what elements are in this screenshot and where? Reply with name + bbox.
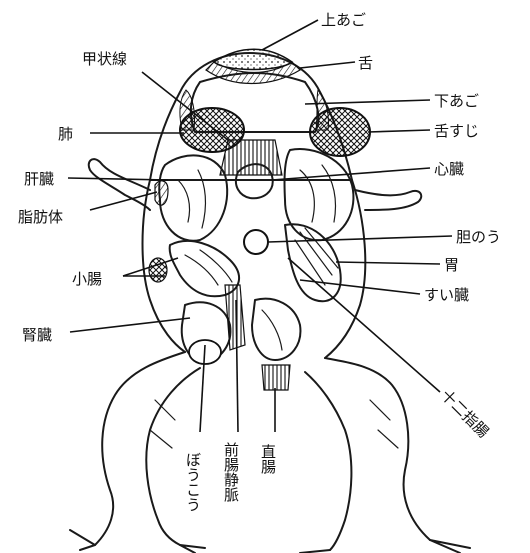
leader-upper-jaw bbox=[262, 20, 318, 50]
label-pancreas: すい臓 bbox=[424, 286, 469, 304]
label-tongue-muscle: 舌すじ bbox=[434, 122, 479, 140]
label-thyroid: 甲状線 bbox=[82, 50, 127, 68]
leader-stomach bbox=[336, 262, 440, 264]
label-lower-jaw: 下あご bbox=[434, 92, 479, 110]
label-gallbladder: 胆のう bbox=[456, 228, 501, 246]
leader-pancreas bbox=[300, 280, 420, 294]
leader-kidney bbox=[70, 318, 190, 332]
frog-body bbox=[70, 49, 470, 553]
gallbladder-shape bbox=[244, 230, 268, 254]
label-duodenum: 十二指腸 bbox=[437, 386, 492, 441]
label-kidney: 腎臓 bbox=[22, 326, 52, 344]
label-fat-body: 脂肪体 bbox=[18, 208, 63, 226]
leader-gallbladder bbox=[268, 236, 452, 242]
label-bladder: ぼうこう bbox=[184, 452, 202, 512]
label-upper-jaw: 上あご bbox=[321, 11, 366, 29]
right-lung-shape bbox=[310, 108, 370, 156]
label-lung: 肺 bbox=[58, 125, 73, 143]
leader-tongue bbox=[300, 62, 355, 68]
label-small-intestine: 小腸 bbox=[72, 270, 102, 288]
label-stomach: 胃 bbox=[444, 256, 459, 274]
leader-tongue-muscle bbox=[368, 130, 430, 132]
labels: 上あご 舌 甲状線 下あご 肺 舌すじ 肝臓 心臓 脂肪体 胆のう 胃 小腸 す… bbox=[18, 11, 501, 512]
label-liver: 肝臓 bbox=[24, 170, 54, 188]
leader-liver bbox=[68, 178, 168, 180]
label-rectum: 直腸 bbox=[259, 444, 277, 475]
label-tongue: 舌 bbox=[358, 54, 373, 72]
label-anterior-vein: 前腸静脈 bbox=[222, 442, 240, 503]
label-heart: 心臓 bbox=[434, 160, 464, 178]
